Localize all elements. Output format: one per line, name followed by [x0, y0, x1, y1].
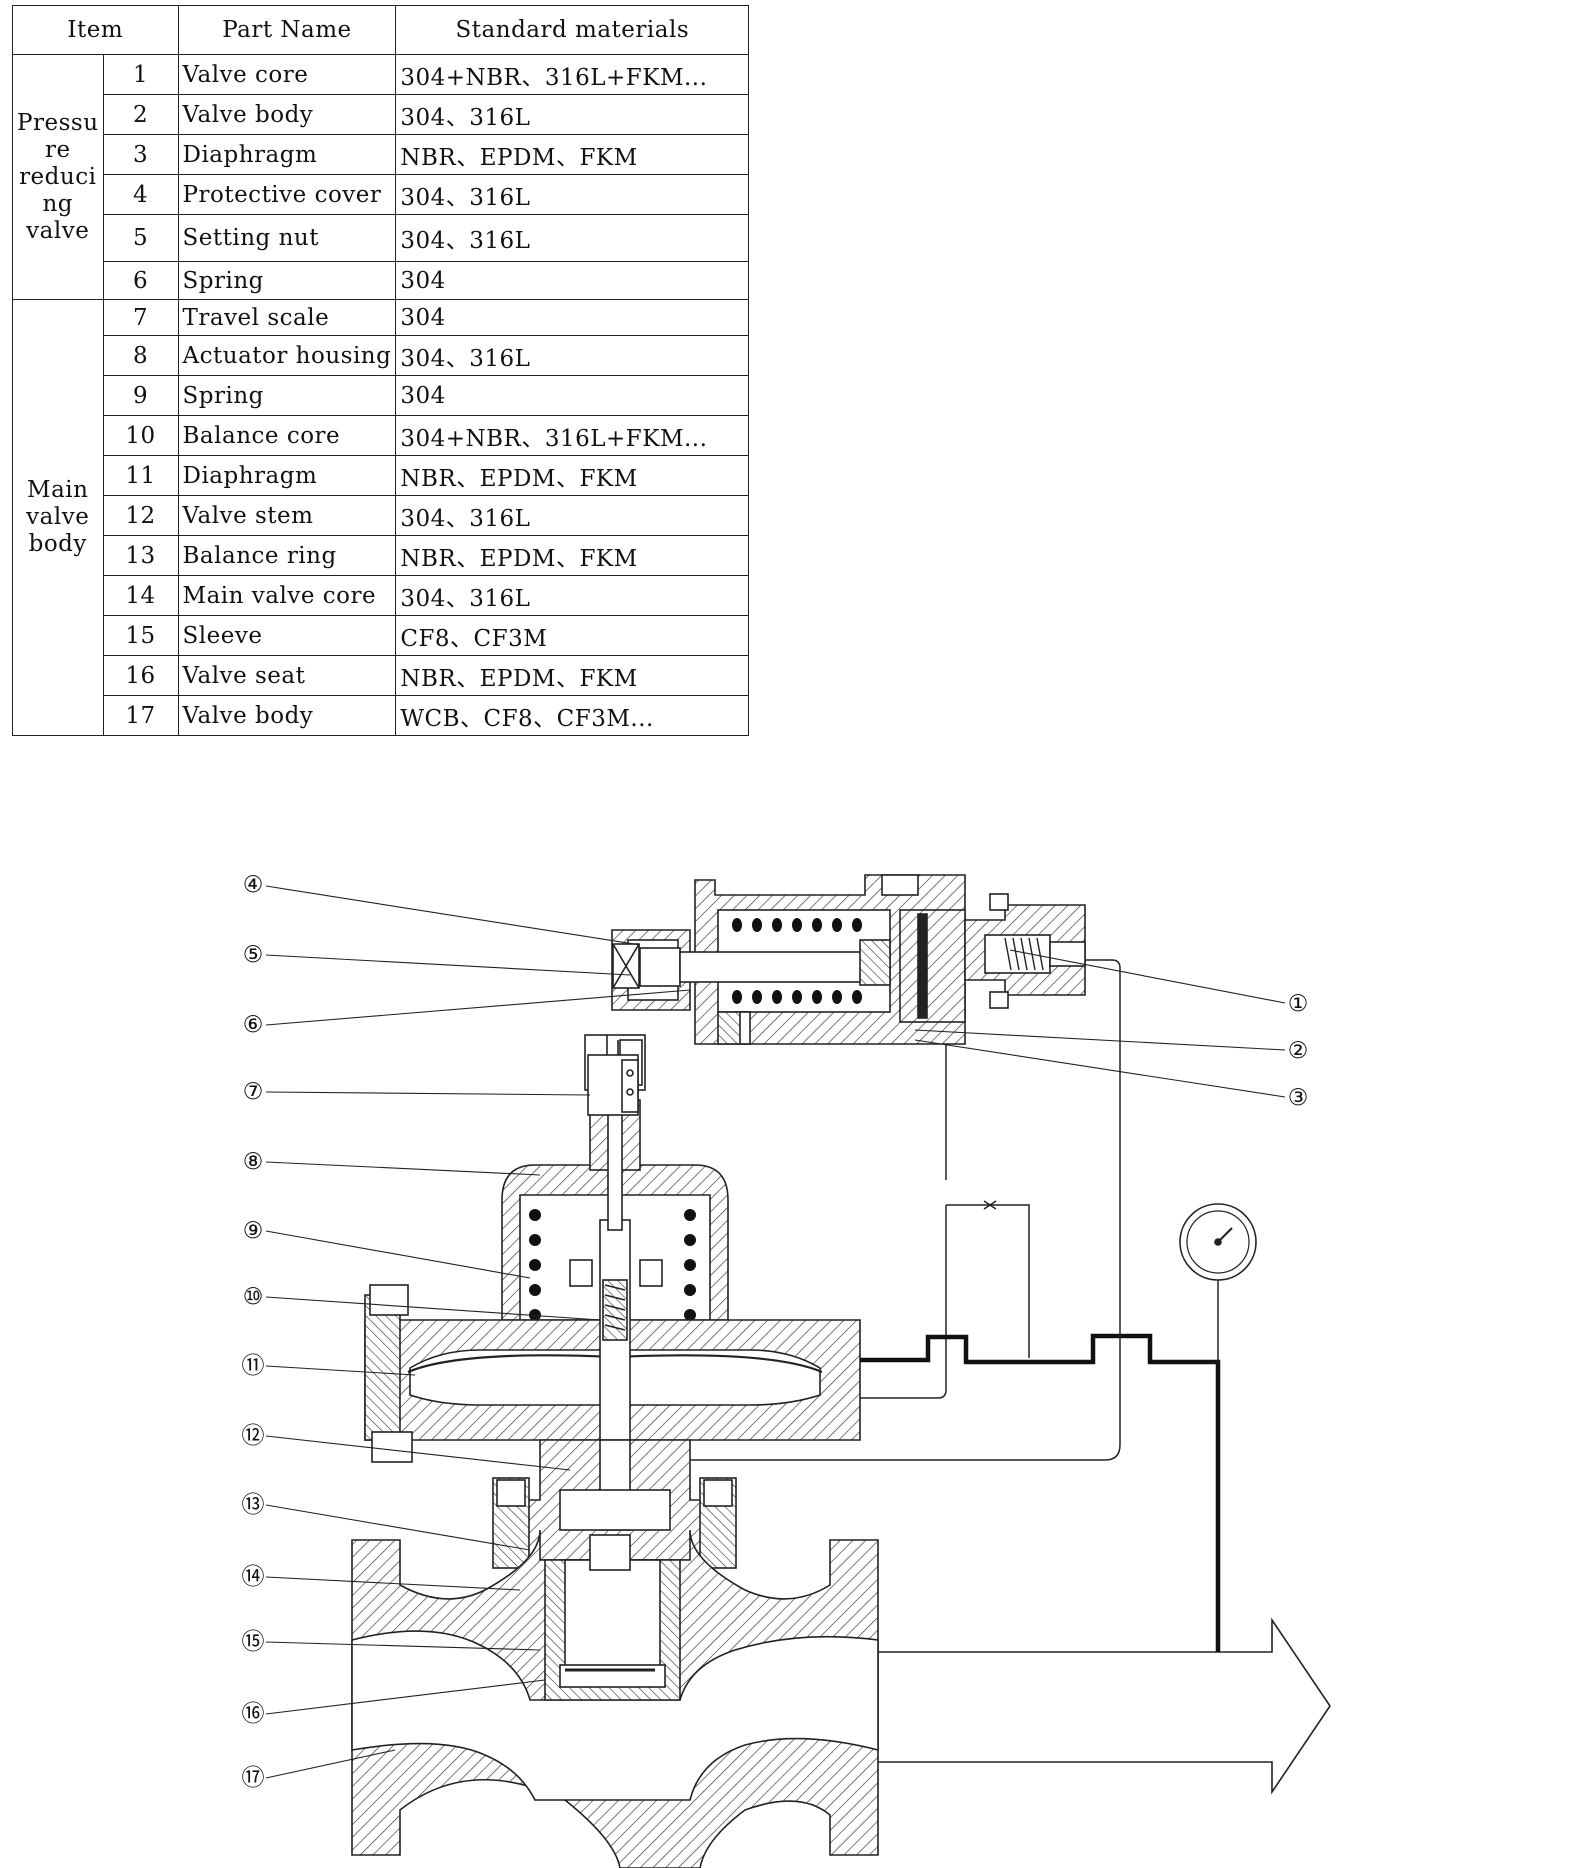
part-number: 14	[102, 575, 179, 616]
part-number: 6	[102, 261, 179, 300]
table-row: 15 Sleeve CF8、CF3M	[13, 615, 750, 656]
table-header-row: Item Part Name Standard materials	[12, 5, 750, 55]
callout-11: ⑪	[242, 1353, 265, 1379]
table-row: Main valve body 7 Travel scale 304	[12, 299, 750, 736]
flow-direction-arrow	[878, 1617, 1331, 1795]
callout-16: ⑯	[242, 1701, 265, 1727]
part-number: 5	[102, 214, 179, 262]
table-row: 17 Valve body WCB、CF8、CF3M...	[13, 695, 750, 736]
callout-7: ⑦	[243, 1079, 264, 1105]
table-row: 6 Spring 304	[13, 261, 750, 300]
part-name: Balance core	[177, 415, 397, 456]
callout-2: ②	[1288, 1038, 1309, 1064]
part-name: Protective cover	[177, 174, 397, 215]
pilot-valve	[611, 874, 1086, 1045]
part-name: Balance ring	[177, 535, 397, 576]
leader-lines	[265, 885, 1286, 1779]
part-material: 304、316L	[395, 174, 750, 215]
pressure-gauge-icon	[1179, 1203, 1257, 1281]
group-label-main-valve-body: Main valve body	[12, 299, 104, 736]
part-number: 7	[102, 299, 179, 336]
pilot-tubing	[600, 959, 1121, 1461]
callout-13: ⑬	[242, 1492, 265, 1518]
callout-6: ⑥	[243, 1012, 264, 1038]
main-valve-body	[351, 1439, 879, 1868]
part-number: 8	[102, 335, 179, 376]
part-material: 304、316L	[395, 575, 750, 616]
part-number: 12	[102, 495, 179, 536]
header-materials: Standard materials	[395, 5, 750, 55]
part-number: 11	[102, 455, 179, 496]
table-row: 5 Setting nut 304、316L	[13, 214, 750, 262]
header-part-name: Part Name	[177, 5, 397, 55]
part-material: CF8、CF3M	[395, 615, 750, 656]
part-number: 1	[102, 54, 179, 95]
callout-1: ①	[1288, 991, 1309, 1017]
part-name: Diaphragm	[177, 455, 397, 496]
callout-4: ④	[243, 872, 264, 898]
part-name: Valve body	[177, 94, 397, 135]
part-name: Main valve core	[177, 575, 397, 616]
part-material: 304、316L	[395, 495, 750, 536]
callout-8: ⑧	[243, 1149, 264, 1175]
table-row: 11 Diaphragm NBR、EPDM、FKM	[13, 455, 750, 496]
callout-17: ⑰	[242, 1765, 265, 1791]
main-actuator	[364, 1034, 861, 1463]
part-number: 15	[102, 615, 179, 656]
callout-5: ⑤	[243, 942, 264, 968]
part-name: Valve body	[177, 695, 397, 736]
travel-scale-indicator	[587, 1054, 639, 1116]
callout-9: ⑨	[243, 1218, 264, 1244]
header-item: Item	[12, 5, 179, 55]
callout-3: ③	[1288, 1085, 1309, 1111]
table-row: 10 Balance core 304+NBR、316L+FKM...	[13, 415, 750, 456]
part-name: Sleeve	[177, 615, 397, 656]
part-material: 304+NBR、316L+FKM...	[395, 54, 750, 95]
table-row: 16 Valve seat NBR、EPDM、FKM	[13, 655, 750, 696]
part-number: 13	[102, 535, 179, 576]
table-row: 4 Protective cover 304、316L	[13, 174, 750, 215]
part-name: Valve core	[177, 54, 397, 95]
part-name: Actuator housing	[177, 335, 397, 376]
part-name: Valve stem	[177, 495, 397, 536]
part-number: 2	[102, 94, 179, 135]
part-material: WCB、CF8、CF3M...	[395, 695, 750, 736]
table-row: 2 Valve body 304、316L	[13, 94, 750, 135]
callout-15: ⑮	[242, 1629, 265, 1655]
callout-14: ⑭	[242, 1564, 265, 1590]
part-number: 9	[102, 375, 179, 416]
callout-10: ⑩	[243, 1284, 264, 1310]
part-material: NBR、EPDM、FKM	[395, 655, 750, 696]
part-name: Diaphragm	[177, 134, 397, 175]
part-number: 17	[102, 695, 179, 736]
part-material: 304、316L	[395, 94, 750, 135]
table-row: 14 Main valve core 304、316L	[13, 575, 750, 616]
table-row: 3 Diaphragm NBR、EPDM、FKM	[13, 134, 750, 175]
part-material: NBR、EPDM、FKM	[395, 134, 750, 175]
part-name: Setting nut	[177, 214, 397, 262]
part-name: Spring	[177, 375, 397, 416]
part-number: 10	[102, 415, 179, 456]
part-material: 304、316L	[395, 214, 750, 262]
sensing-line	[860, 1333, 1221, 1652]
pilot-spring	[732, 918, 862, 1004]
callout-12: ⑫	[242, 1423, 265, 1449]
part-material: NBR、EPDM、FKM	[395, 455, 750, 496]
table-row: 12 Valve stem 304、316L	[13, 495, 750, 536]
part-material: 304	[395, 261, 750, 300]
part-material: 304	[395, 299, 750, 336]
parts-table: Item Part Name Standard materials Pressu…	[12, 5, 750, 736]
part-number: 4	[102, 174, 179, 215]
